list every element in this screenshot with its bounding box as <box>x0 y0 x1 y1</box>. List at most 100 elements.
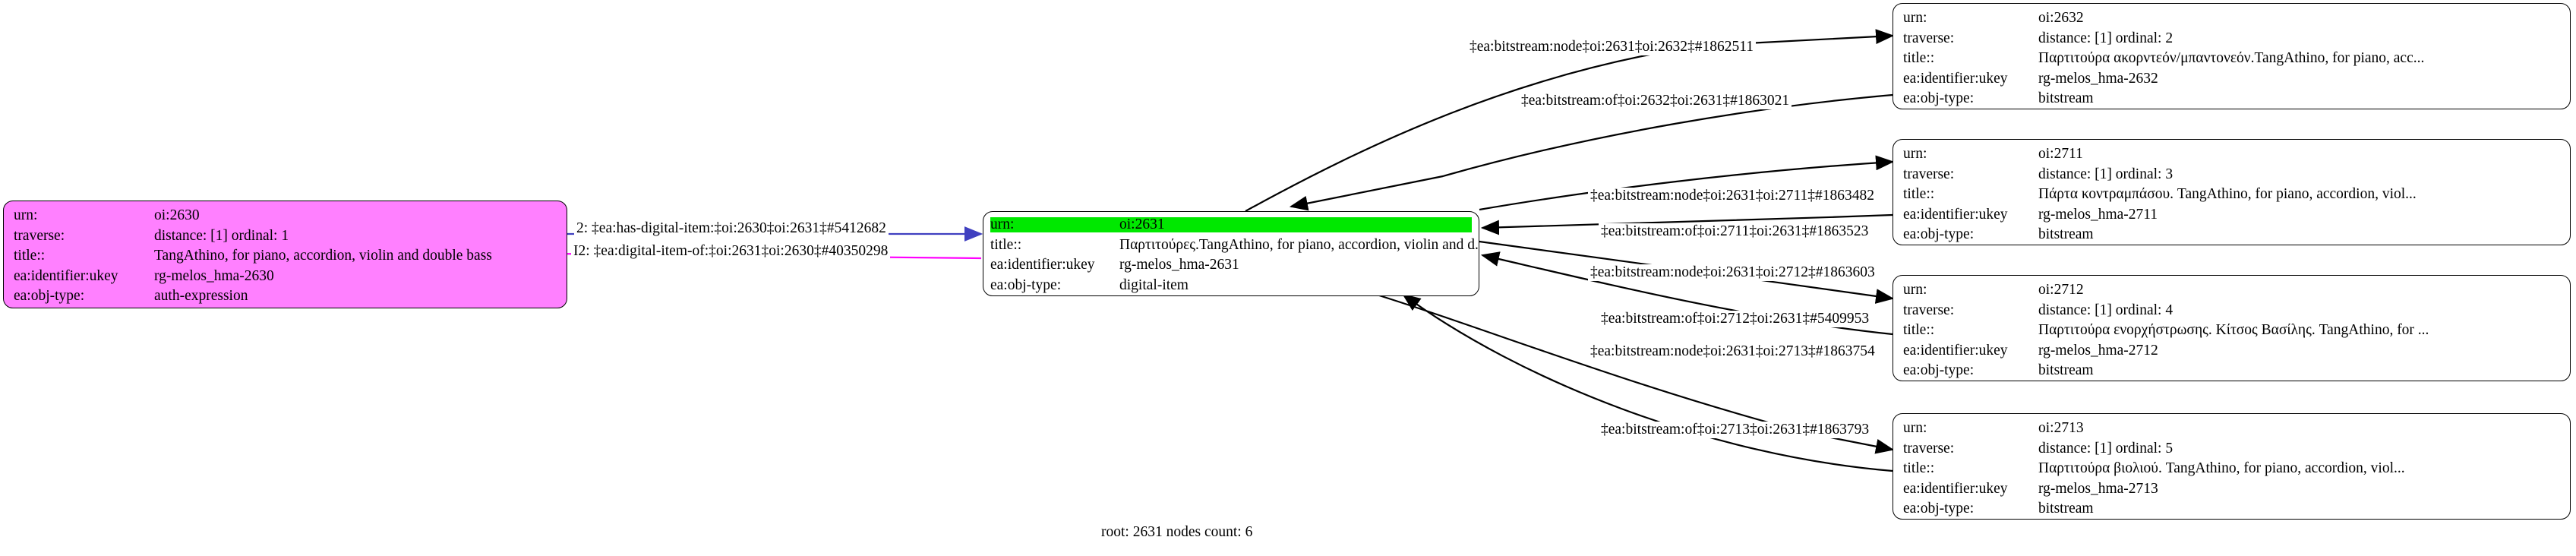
node-row: traverse: distance: [1] ordinal: 1 <box>14 227 557 244</box>
node-row-focus: urn: oi:2631 <box>990 217 1472 232</box>
node-row: urn: oi:2630 <box>14 208 557 223</box>
row-value: bitstream <box>2038 362 2094 378</box>
row-key: title:: <box>1903 322 1935 338</box>
row-value: Παρτιτούρες.TangAthino, for piano, accor… <box>1119 236 1479 253</box>
row-value: rg-melos_hma-2711 <box>2038 206 2158 223</box>
edge-label-has-digital-item: 2: ‡ea:has-digital-item:‡oi:2630‡oi:2631… <box>574 220 889 237</box>
row-value: oi:2630 <box>154 207 200 223</box>
row-key: traverse: <box>1903 302 1955 318</box>
row-value: distance: [1] ordinal: 4 <box>2038 302 2174 318</box>
edge-label-bitstream-of-2711: ‡ea:bitstream:of‡oi:2711‡oi:2631‡#186352… <box>1599 223 1871 240</box>
node-row: urn: oi:2713 <box>1903 421 2560 436</box>
row-key: ea:identifier:ukey <box>1903 342 2008 359</box>
node-oi2712[interactable]: urn: oi:2712 traverse: distance: [1] ord… <box>1893 275 2571 381</box>
node-row: title:: Παρτιτούρα βιολιού. TangAthino, … <box>1903 461 2560 476</box>
row-value: bitstream <box>2038 501 2094 517</box>
row-key: traverse: <box>1903 440 1955 456</box>
edge-label-bitstream-node-2711: ‡ea:bitstream:node‡oi:2631‡oi:2711‡#1863… <box>1588 188 1877 204</box>
row-key: urn: <box>14 207 38 223</box>
node-oi2713[interactable]: urn: oi:2713 traverse: distance: [1] ord… <box>1893 413 2571 520</box>
node-row: urn: oi:2632 <box>1903 11 2560 26</box>
edge-label-bitstream-of-2632: ‡ea:bitstream:of‡oi:2632‡oi:2631‡#186302… <box>1519 93 1792 109</box>
edge-label-bitstream-node-2713: ‡ea:bitstream:node‡oi:2631‡oi:2713‡#1863… <box>1588 343 1877 360</box>
row-value: oi:2711 <box>2038 146 2083 162</box>
row-key: title:: <box>1903 186 1935 202</box>
row-key: urn: <box>1903 420 1927 436</box>
node-row: ea:identifier:ukey rg-melos_hma-2630 <box>14 267 557 284</box>
row-key: ea:obj-type: <box>990 276 1062 293</box>
row-value: distance: [1] ordinal: 1 <box>154 227 289 244</box>
node-oi2630[interactable]: urn: oi:2630 traverse: distance: [1] ord… <box>3 201 567 308</box>
edge-label-bitstream-node-2712: ‡ea:bitstream:node‡oi:2631‡oi:2712‡#1863… <box>1588 264 1877 281</box>
row-value: rg-melos_hma-2631 <box>1119 257 1239 273</box>
node-row: ea:identifier:ukey rg-melos_hma-2711 <box>1903 207 2560 223</box>
row-key: urn: <box>1903 282 1927 298</box>
node-row: ea:obj-type: bitstream <box>1903 363 2560 378</box>
node-row: title:: Παρτιτούρες.TangAthino, for pian… <box>990 237 1479 253</box>
row-key: title:: <box>1903 460 1935 476</box>
node-row: ea:obj-type: digital-item <box>990 276 1472 293</box>
row-key: urn: <box>1903 146 1927 162</box>
node-row: ea:identifier:ukey rg-melos_hma-2712 <box>1903 343 2560 359</box>
node-row: title:: Παρτιτούρα ακορντεόν/μπαντονεόν.… <box>1903 51 2560 66</box>
row-value: oi:2632 <box>2038 10 2084 26</box>
row-value: TangAthino, for piano, accordion, violin… <box>154 248 492 264</box>
row-key: urn: <box>1903 10 1927 26</box>
node-oi2631[interactable]: urn: oi:2631 title:: Παρτιτούρες.TangAth… <box>983 211 1479 296</box>
edge-path-e3 <box>1245 29 1895 212</box>
graph-footer-caption: root: 2631 nodes count: 6 <box>1101 524 1253 540</box>
row-value: rg-melos_hma-2630 <box>154 267 274 284</box>
row-key: ea:obj-type: <box>1903 226 1975 242</box>
row-key: ea:obj-type: <box>1903 362 1975 378</box>
row-key: traverse: <box>14 227 65 244</box>
row-value: bitstream <box>2038 226 2094 242</box>
row-value: Παρτιτούρα ακορντεόν/μπαντονεόν.TangAthi… <box>2038 50 2425 66</box>
node-row: traverse: distance: [1] ordinal: 2 <box>1903 30 2560 46</box>
node-row: ea:obj-type: bitstream <box>1903 227 2560 242</box>
node-row: urn: oi:2711 <box>1903 147 2560 162</box>
row-value: distance: [1] ordinal: 3 <box>2038 166 2174 182</box>
node-row: urn: oi:2712 <box>1903 283 2560 298</box>
row-key: title:: <box>1903 50 1935 66</box>
row-key: ea:obj-type: <box>14 288 85 304</box>
node-row: traverse: distance: [1] ordinal: 5 <box>1903 441 2560 456</box>
row-key: urn: <box>990 217 1119 232</box>
row-key: ea:obj-type: <box>1903 501 1975 517</box>
node-oi2632[interactable]: urn: oi:2632 traverse: distance: [1] ord… <box>1893 3 2571 109</box>
node-row: ea:identifier:ukey rg-melos_hma-2713 <box>1903 480 2560 497</box>
row-value: rg-melos_hma-2712 <box>2038 342 2158 359</box>
row-value: auth-expression <box>154 288 248 304</box>
node-row: traverse: distance: [1] ordinal: 3 <box>1903 166 2560 182</box>
edge-label-digital-item-of: I2: ‡ea:digital-item-of:‡oi:2631‡oi:2630… <box>571 243 891 260</box>
row-key: traverse: <box>1903 166 1955 182</box>
row-value: distance: [1] ordinal: 2 <box>2038 30 2174 46</box>
node-row: title:: Πάρτα κοντραμπάσου. TangAthino, … <box>1903 187 2560 202</box>
edge-label-bitstream-of-2713: ‡ea:bitstream:of‡oi:2713‡oi:2631‡#186379… <box>1599 422 1872 438</box>
node-row: ea:obj-type: auth-expression <box>14 289 557 304</box>
row-key: ea:identifier:ukey <box>1903 480 2008 497</box>
node-row: title:: Παρτιτούρα ενορχήστρωσης. Κίτσος… <box>1903 323 2560 338</box>
row-value: digital-item <box>1119 276 1189 293</box>
row-value: oi:2712 <box>2038 282 2084 298</box>
row-value: rg-melos_hma-2632 <box>2038 70 2158 87</box>
row-value: bitstream <box>2038 90 2094 106</box>
node-oi2711[interactable]: urn: oi:2711 traverse: distance: [1] ord… <box>1893 139 2571 245</box>
row-value: oi:2713 <box>2038 420 2084 436</box>
node-row: ea:identifier:ukey rg-melos_hma-2632 <box>1903 71 2560 87</box>
row-key: ea:obj-type: <box>1903 90 1975 106</box>
row-key: title:: <box>14 248 46 264</box>
node-row: traverse: distance: [1] ordinal: 4 <box>1903 302 2560 318</box>
node-row: ea:obj-type: bitstream <box>1903 501 2560 517</box>
node-row: ea:obj-type: bitstream <box>1903 91 2560 106</box>
row-value: oi:2631 <box>1119 216 1165 232</box>
row-key: ea:identifier:ukey <box>14 267 118 284</box>
row-key: traverse: <box>1903 30 1955 46</box>
row-value: Πάρτα κοντραμπάσου. TangAthino, for pian… <box>2038 186 2417 202</box>
row-key: ea:identifier:ukey <box>1903 206 2008 223</box>
edge-label-bitstream-node-2632: ‡ea:bitstream:node‡oi:2631‡oi:2632‡#1862… <box>1467 39 1757 55</box>
node-row: title:: TangAthino, for piano, accordion… <box>14 248 557 264</box>
row-value: rg-melos_hma-2713 <box>2038 480 2158 497</box>
row-key: ea:identifier:ukey <box>990 257 1095 273</box>
row-key: ea:identifier:ukey <box>1903 70 2008 87</box>
